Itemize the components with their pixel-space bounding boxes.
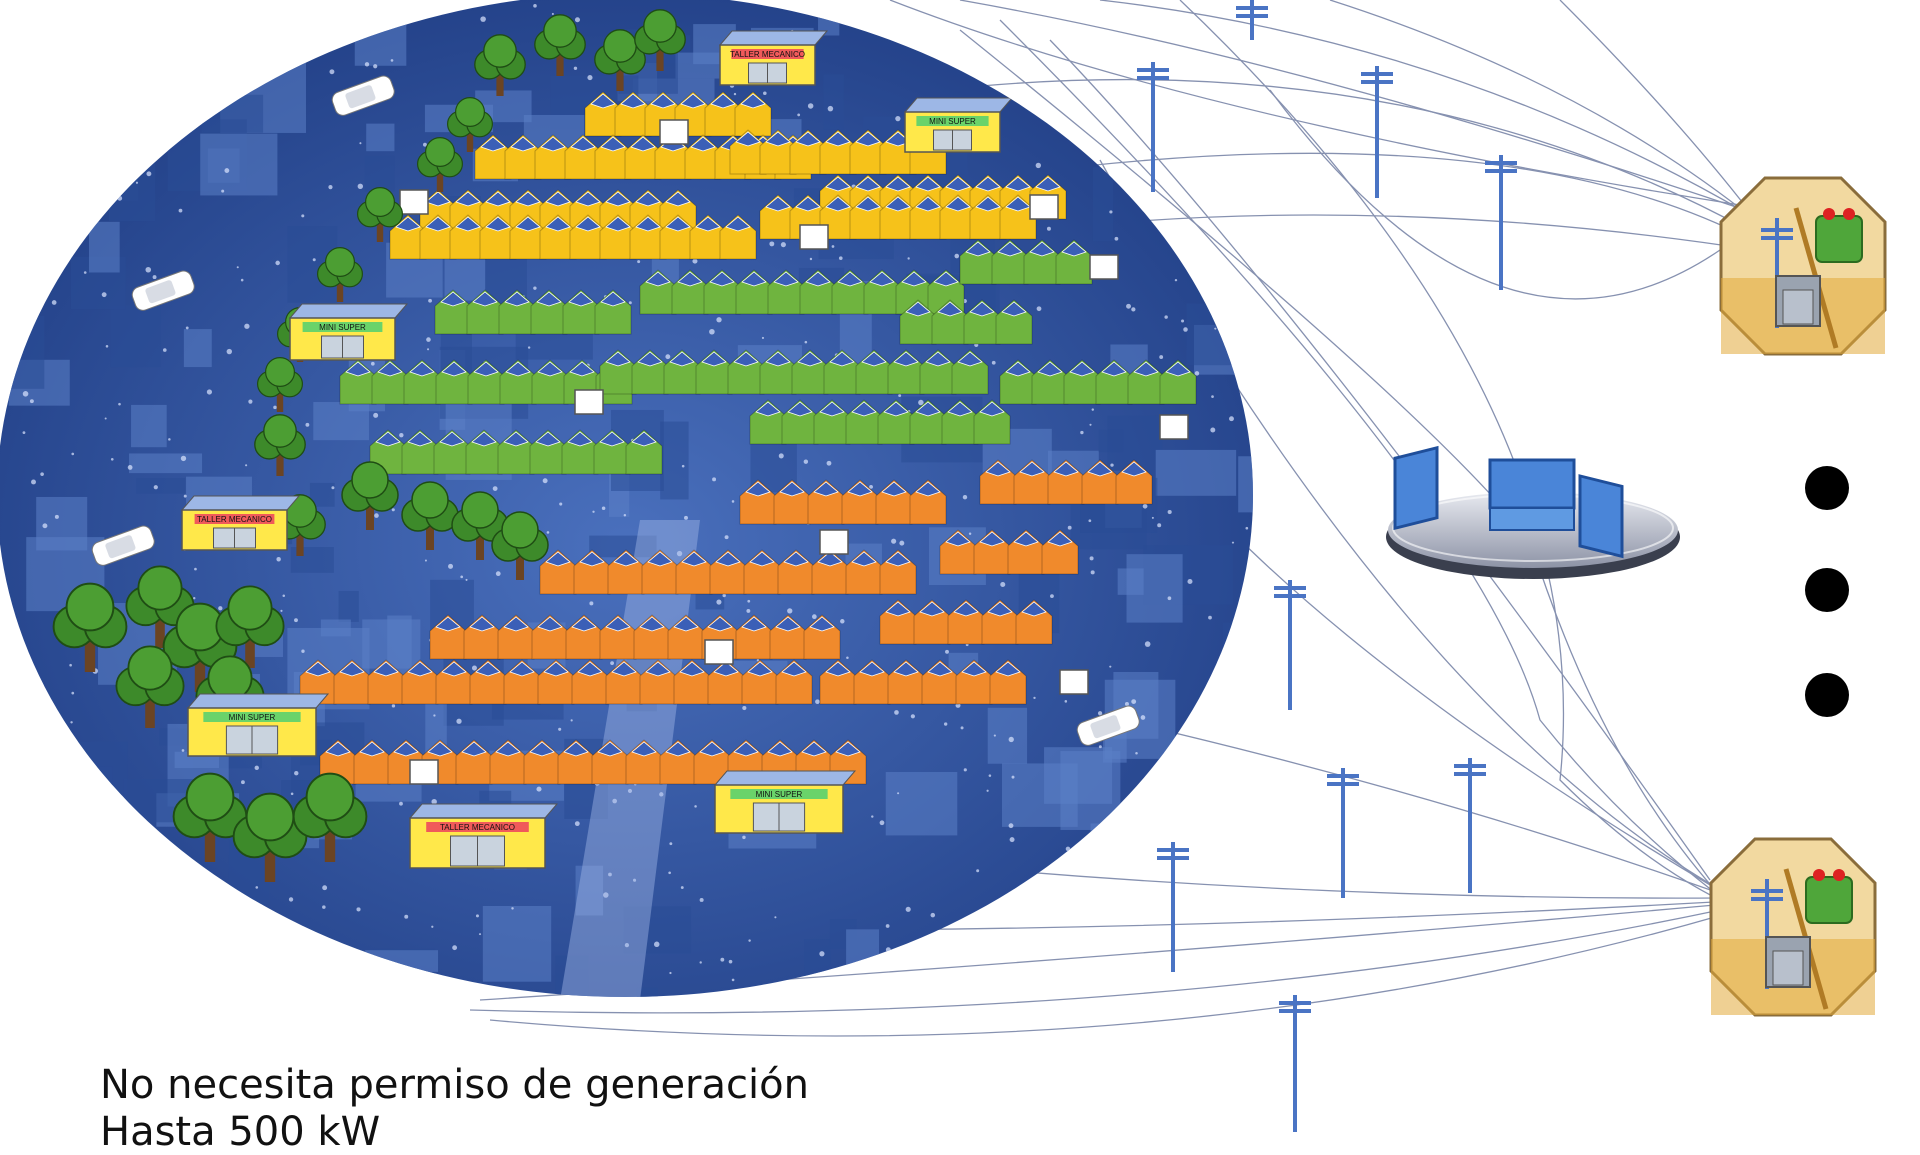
substation-icon bbox=[1709, 837, 1877, 1017]
caption-permit: No necesita permiso de generación bbox=[100, 1062, 809, 1108]
svg-text:MINI SUPER: MINI SUPER bbox=[929, 117, 976, 126]
svg-text:TALLER MECANICO: TALLER MECANICO bbox=[440, 823, 515, 832]
stores: TALLER MECANICO MINI SUPER MINI SUPER TALLE… bbox=[180, 30, 1014, 869]
svg-text:MINI SUPER: MINI SUPER bbox=[319, 323, 366, 332]
utility-poles bbox=[1137, 0, 1517, 1132]
cars bbox=[91, 75, 1140, 746]
svg-text:TALLER MECANICO: TALLER MECANICO bbox=[730, 50, 805, 59]
control-center-icon bbox=[1386, 445, 1680, 579]
substation-icon bbox=[1719, 176, 1887, 356]
svg-text:TALLER MECANICO: TALLER MECANICO bbox=[197, 515, 272, 524]
microgrid-community: TALLER MECANICO MINI SUPER MINI SUPER TALLE… bbox=[0, 0, 1253, 997]
ellipsis-vertical-icon bbox=[1805, 466, 1849, 717]
svg-text:MINI SUPER: MINI SUPER bbox=[756, 790, 803, 799]
caption-capacity: Hasta 500 kW bbox=[100, 1109, 381, 1155]
solar-houses bbox=[299, 91, 1197, 785]
svg-text:MINI SUPER: MINI SUPER bbox=[229, 713, 276, 722]
